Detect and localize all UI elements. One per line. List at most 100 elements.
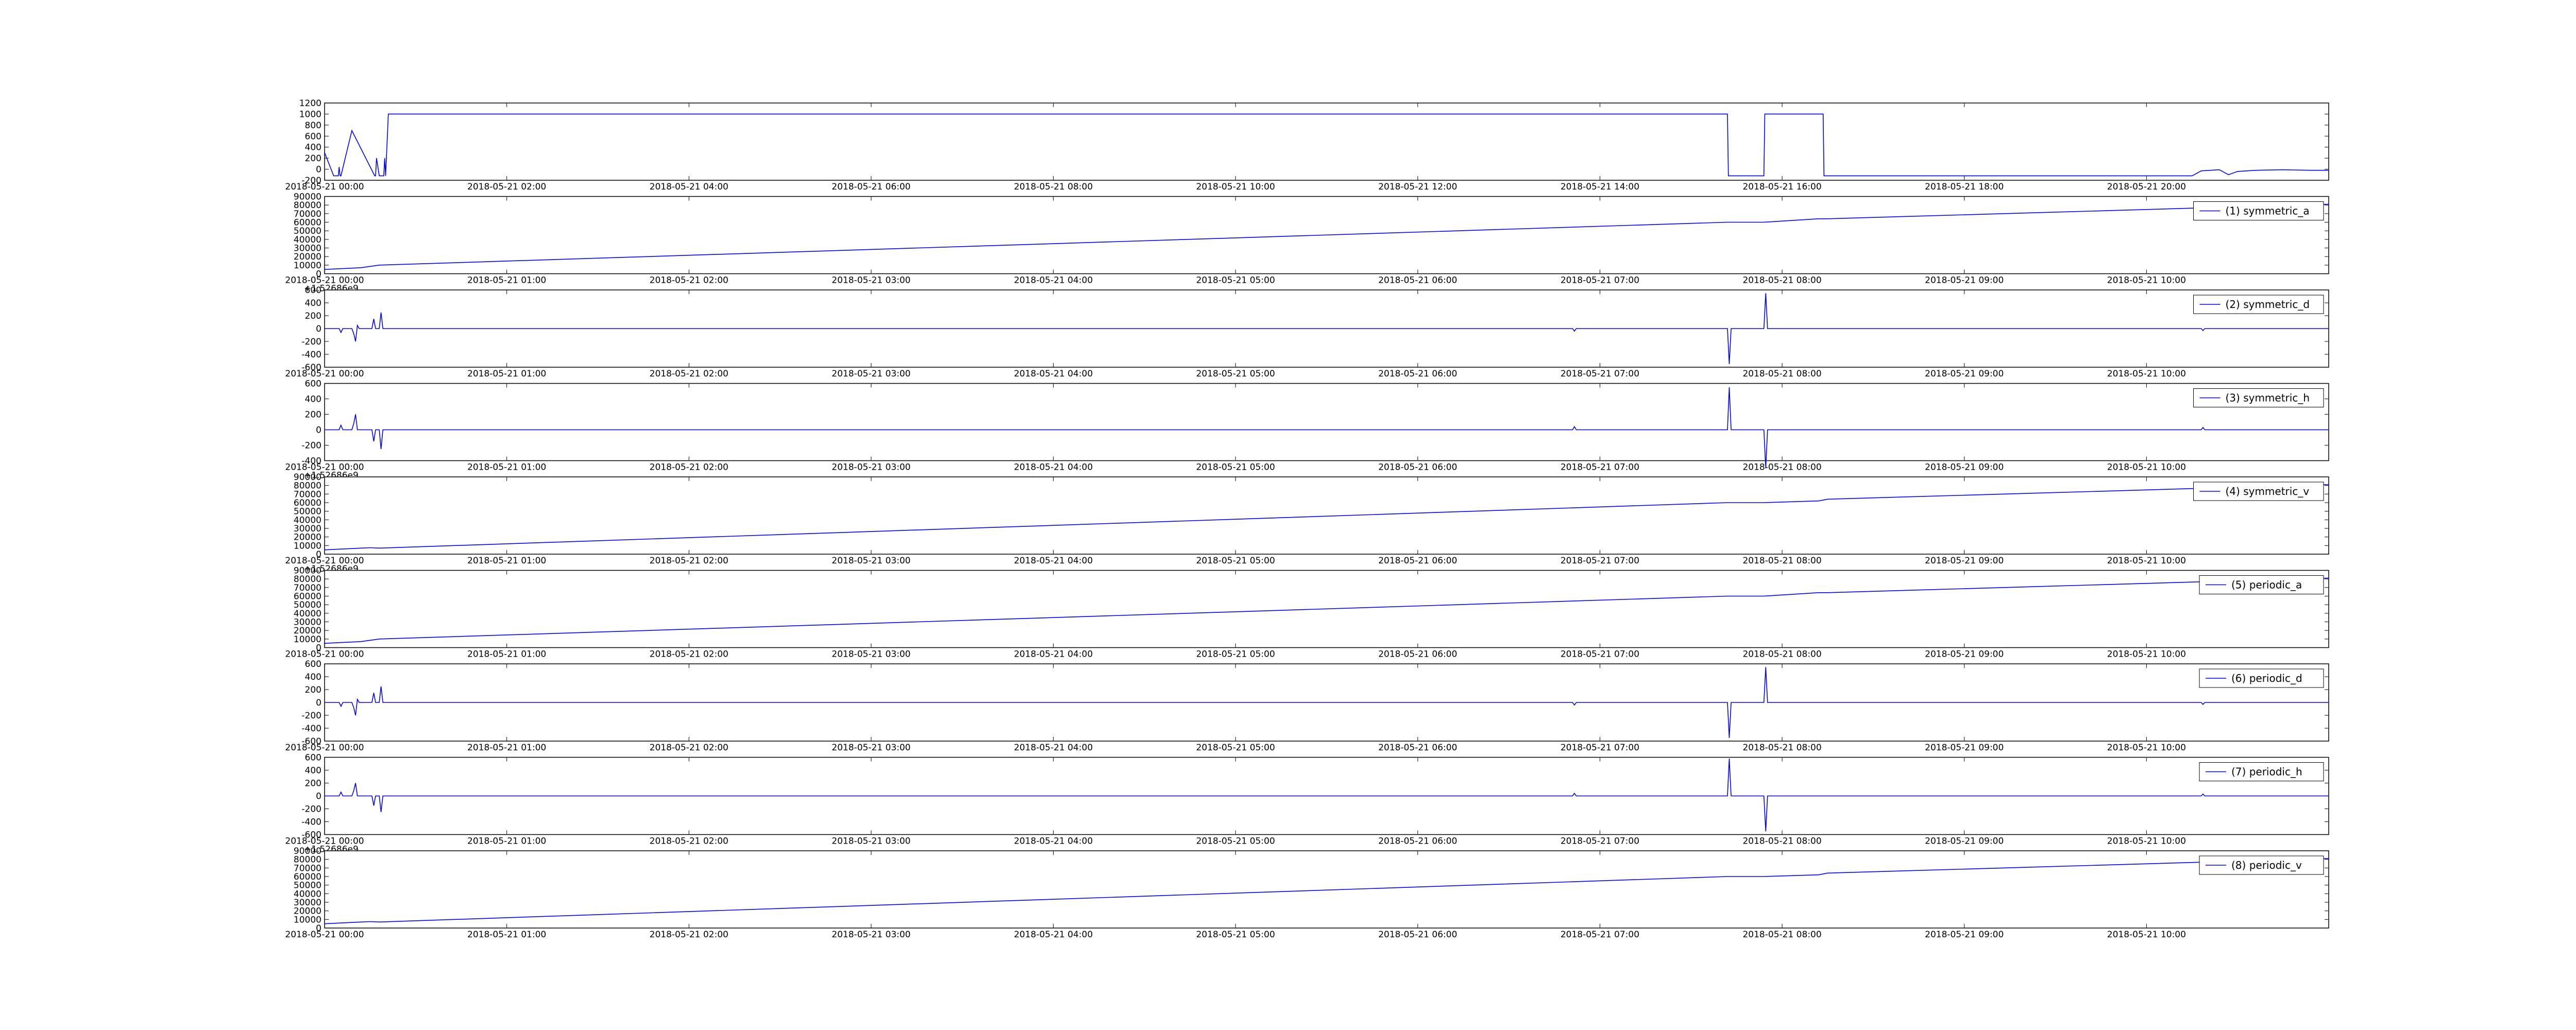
x-tick-label: 2018-05-21 09:00 [1925,836,2004,847]
x-tick-label: 2018-05-21 00:00 [285,556,364,566]
y-tick-label: 50000 [294,881,321,891]
x-tick-label: 2018-05-21 16:00 [1742,182,1821,192]
y-tick-label: -200 [301,711,321,721]
y-tick-label: 70000 [294,209,321,219]
y-tick-label: 800 [305,121,321,131]
x-tick-label: 2018-05-21 06:00 [1378,836,1457,847]
x-tick-label: 2018-05-21 05:00 [1196,930,1275,940]
legend-label: (8) periodic_v [2231,859,2302,871]
x-tick-label: 2018-05-21 00:00 [285,930,364,940]
y-tick-label: -400 [301,350,321,360]
x-tick-label: 2018-05-21 03:00 [832,649,910,660]
y-tick-label: 90000 [294,846,321,856]
x-tick-label: 2018-05-21 04:00 [1014,276,1093,286]
legend: (8) periodic_v [2199,855,2324,875]
y-tick-label: 60000 [294,218,321,228]
y-tick-label: 10000 [294,915,321,925]
y-tick-label: 30000 [294,617,321,628]
series-line [325,387,2329,469]
x-tick-label: 2018-05-21 08:00 [1742,649,1821,660]
x-tick-label: 2018-05-21 09:00 [1925,743,2004,753]
x-tick-label: 2018-05-21 06:00 [1378,462,1457,473]
y-tick-label: 80000 [294,200,321,211]
series-line [325,758,2329,832]
x-tick-label: 2018-05-21 04:00 [1014,649,1093,660]
x-tick-label: 2018-05-21 06:00 [1378,556,1457,566]
x-tick-label: 2018-05-21 18:00 [1925,182,2004,192]
x-tick-label: 2018-05-21 02:00 [650,743,728,753]
y-tick-label: 30000 [294,524,321,534]
x-tick-label: 2018-05-21 04:00 [650,182,728,192]
y-tick-label: 0 [316,269,321,280]
y-tick-label: -400 [301,456,321,467]
y-tick-label: 400 [305,672,321,682]
y-tick-label: 80000 [294,855,321,865]
y-tick-label: 10000 [294,541,321,551]
y-tick-label: 0 [316,324,321,334]
x-tick-label: 2018-05-21 07:00 [1561,649,1639,660]
y-tick-label: 80000 [294,481,321,491]
series-line [324,203,2329,270]
legend-label: (1) symmetric_a [2226,205,2310,217]
x-tick-label: 2018-05-21 04:00 [1014,556,1093,566]
y-tick-label: -600 [301,830,321,840]
x-tick-label: 2018-05-21 00:00 [285,836,364,847]
y-tick-label: -400 [301,817,321,828]
y-tick-label: 60000 [294,872,321,882]
x-tick-label: 2018-05-21 02:00 [650,836,728,847]
y-tick-label: -600 [301,363,321,373]
x-tick-label: 2018-05-21 08:00 [1742,556,1821,566]
x-tick-label: 2018-05-21 00:00 [285,276,364,286]
y-tick-label: 0 [316,792,321,802]
x-tick-label: 2018-05-21 03:00 [832,930,910,940]
y-tick-label: 40000 [294,515,321,525]
y-tick-label: 0 [316,698,321,708]
y-tick-label: 0 [316,165,321,175]
y-tick-label: 400 [305,143,321,153]
x-tick-label: 2018-05-21 09:00 [1925,369,2004,379]
x-tick-label: 2018-05-21 08:00 [1742,276,1821,286]
x-tick-label: 2018-05-21 03:00 [832,369,910,379]
y-tick-label: 0 [316,643,321,654]
y-tick-label: 200 [305,685,321,695]
x-tick-label: 2018-05-21 06:00 [1378,369,1457,379]
x-tick-label: 2018-05-21 08:00 [1014,182,1093,192]
legend-label: (3) symmetric_h [2226,392,2310,404]
y-tick-label: 80000 [294,574,321,585]
x-tick-label: 2018-05-21 04:00 [1014,462,1093,473]
y-tick-label: 60000 [294,592,321,602]
y-tick-label: 1200 [299,98,321,109]
x-tick-label: 2018-05-21 01:00 [467,649,546,660]
x-tick-label: 2018-05-21 09:00 [1925,649,2004,660]
y-tick-label: 10000 [294,261,321,271]
x-tick-label: 2018-05-21 07:00 [1561,369,1639,379]
x-tick-label: 2018-05-21 10:00 [2107,836,2186,847]
x-tick-label: 2018-05-21 01:00 [467,743,546,753]
legend: (1) symmetric_a [2193,201,2324,220]
x-tick-label: 2018-05-21 03:00 [832,743,910,753]
legend: (6) periodic_d [2199,668,2324,688]
x-tick-label: 2018-05-21 10:00 [2107,649,2186,660]
x-tick-label: 2018-05-21 01:00 [467,930,546,940]
legend: (4) symmetric_v [2193,482,2324,501]
x-tick-label: 2018-05-21 00:00 [285,649,364,660]
y-tick-label: 200 [305,153,321,164]
x-tick-label: 2018-05-21 01:00 [467,556,546,566]
x-tick-label: 2018-05-21 02:00 [650,649,728,660]
y-tick-label: 200 [305,410,321,420]
subplot-9: 0100002000030000400005000060000700008000… [285,846,2329,940]
x-tick-label: 2018-05-21 05:00 [1196,556,1275,566]
x-tick-label: 2018-05-21 07:00 [1561,930,1639,940]
subplot-2: 0100002000030000400005000060000700008000… [285,192,2329,294]
y-tick-label: 40000 [294,235,321,245]
x-tick-label: 2018-05-21 03:00 [832,276,910,286]
subplot-5: 0100002000030000400005000060000700008000… [285,472,2329,574]
x-tick-label: 2018-05-21 01:00 [467,462,546,473]
x-tick-label: 2018-05-21 04:00 [1014,743,1093,753]
x-tick-label: 2018-05-21 03:00 [832,462,910,473]
x-tick-label: 2018-05-21 01:00 [467,276,546,286]
y-tick-label: 0 [316,425,321,436]
y-tick-label: 0 [316,550,321,560]
x-tick-label: 2018-05-21 06:00 [1378,743,1457,753]
